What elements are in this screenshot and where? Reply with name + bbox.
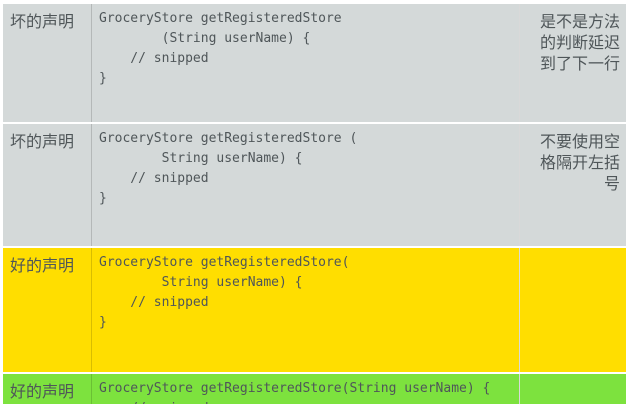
code-sample: GroceryStore getRegisteredStore( String … [91,247,520,374]
row-note [519,373,626,404]
row-note: 是不是方法的判断延迟到了下一行 [519,4,626,124]
code-sample: GroceryStore getRegisteredStore ( String… [91,123,520,248]
row-label: 好的声明 [3,247,92,374]
table-row-bad-2: 坏的声明 GroceryStore getRegisteredStore ( S… [3,123,626,248]
row-label: 坏的声明 [3,123,92,248]
table-row-good-1: 好的声明 GroceryStore getRegisteredStore( St… [3,247,626,374]
row-note: 不要使用空格隔开左括号 [519,123,626,248]
row-label: 好的声明 [3,373,92,404]
code-sample: GroceryStore getRegisteredStore (String … [91,4,520,124]
row-label: 坏的声明 [3,4,92,124]
table-row-good-2: 好的声明 GroceryStore getRegisteredStore(Str… [3,373,626,404]
table-body: 坏的声明 GroceryStore getRegisteredStore (St… [3,4,626,404]
table-row-bad-1: 坏的声明 GroceryStore getRegisteredStore (St… [3,4,626,124]
method-declaration-style-table: 坏的声明 GroceryStore getRegisteredStore (St… [3,4,626,404]
code-sample: GroceryStore getRegisteredStore(String u… [91,373,520,404]
row-note [519,247,626,374]
